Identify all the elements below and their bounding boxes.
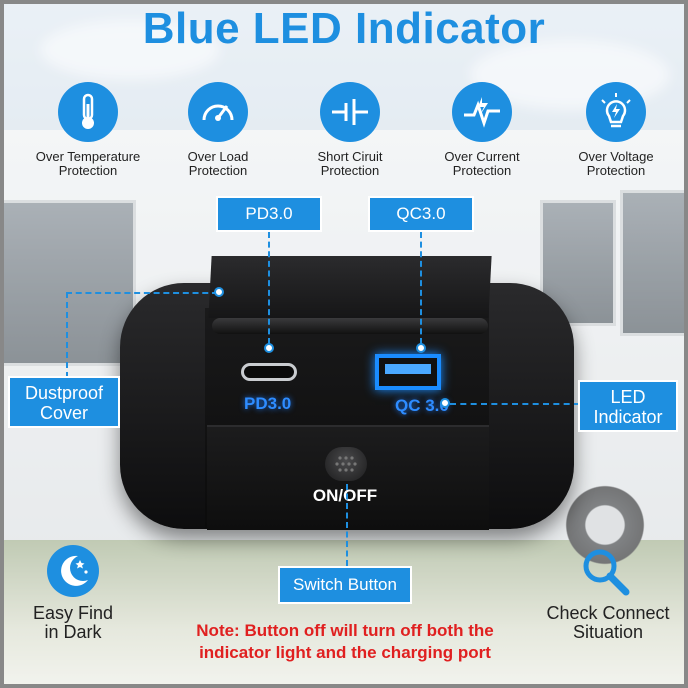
feature-over-current: Over Current Protection bbox=[422, 82, 542, 178]
feature-label-line1: Over Current bbox=[444, 149, 520, 164]
easy-find-line2: in Dark bbox=[44, 622, 102, 642]
usb-a-tongue bbox=[385, 364, 431, 374]
current-wave-icon bbox=[464, 97, 500, 128]
rv-window bbox=[0, 200, 136, 366]
led-indicator-tag: LED Indicator bbox=[578, 380, 678, 432]
onoff-label: ON/OFF bbox=[312, 486, 378, 505]
dustproof-line1: Dustproof bbox=[24, 383, 104, 403]
feature-label-line1: Short Ciruit bbox=[317, 149, 383, 164]
check-connect-badge bbox=[578, 544, 632, 603]
easy-find-label: Easy Find in Dark bbox=[14, 604, 132, 642]
qc-leader-dot bbox=[416, 343, 426, 353]
switch-button-tag: Switch Button bbox=[278, 566, 412, 604]
feature-over-load: Over Load Protection bbox=[158, 82, 278, 178]
dustproof-cover-tag: Dustproof Cover bbox=[8, 376, 120, 428]
pd-leader-dot bbox=[264, 343, 274, 353]
moon-stars-icon bbox=[47, 545, 99, 597]
qc-leader-line bbox=[420, 232, 422, 344]
check-connect-line2: Situation bbox=[572, 622, 644, 642]
feature-label-line2: Protection bbox=[58, 163, 118, 178]
short-circuit-icon bbox=[332, 99, 368, 125]
feature-label-line1: Over Voltage bbox=[578, 149, 654, 164]
led-line2: Indicator bbox=[593, 407, 663, 427]
feature-label-line2: Protection bbox=[452, 163, 512, 178]
page-title: Blue LED Indicator bbox=[142, 4, 546, 53]
note-line1: Note: Button off will turn off both the bbox=[196, 621, 494, 640]
pd-leader-line bbox=[268, 232, 270, 344]
check-connect-line1: Check Connect bbox=[546, 603, 670, 623]
feature-label-line1: Over Temperature bbox=[35, 149, 141, 164]
easy-find-line1: Easy Find bbox=[32, 603, 114, 623]
qc-tag: QC3.0 bbox=[368, 196, 474, 232]
switch-leader-line bbox=[346, 484, 348, 566]
check-connect-label: Check Connect Situation bbox=[538, 604, 678, 642]
dustproof-cover bbox=[208, 256, 492, 318]
feature-label-line2: Protection bbox=[586, 163, 646, 178]
voltage-bulb-icon bbox=[601, 93, 631, 128]
note-line2: indicator light and the charging port bbox=[199, 643, 491, 662]
gauge-icon bbox=[202, 104, 234, 121]
dustproof-leader-line-vertical bbox=[66, 292, 68, 378]
button-dots-icon bbox=[335, 456, 357, 472]
qc-port-label: QC 3.0 bbox=[395, 396, 449, 415]
ground bbox=[0, 540, 688, 688]
feature-over-temperature: Over Temperature Protection bbox=[28, 82, 148, 178]
feature-label-line1: Over Load bbox=[187, 149, 249, 164]
usb-c-port bbox=[241, 363, 297, 381]
feature-short-circuit: Short Ciruit Protection bbox=[290, 82, 410, 178]
cloud bbox=[40, 20, 220, 80]
led-leader-line bbox=[450, 403, 580, 405]
switch-button bbox=[325, 447, 367, 481]
feature-over-voltage: Over Voltage Protection bbox=[556, 82, 676, 178]
rv-window bbox=[540, 200, 616, 326]
dustproof-leader-line bbox=[66, 292, 218, 294]
thermometer-icon bbox=[82, 93, 94, 129]
warning-note: Note: Button off will turn off both the … bbox=[150, 620, 540, 664]
pd-port-label: PD3.0 bbox=[244, 394, 292, 413]
feature-label-line2: Protection bbox=[320, 163, 380, 178]
dustproof-leader-dot bbox=[214, 287, 224, 297]
dustproof-line2: Cover bbox=[39, 403, 88, 423]
led-line1: LED bbox=[610, 387, 646, 407]
cover-hinge bbox=[212, 318, 488, 334]
magnifier-icon bbox=[583, 549, 630, 596]
easy-find-badge bbox=[46, 544, 100, 603]
rv-window bbox=[620, 190, 688, 336]
feature-label-line2: Protection bbox=[188, 163, 248, 178]
pd-tag: PD3.0 bbox=[216, 196, 322, 232]
led-leader-dot bbox=[440, 398, 450, 408]
